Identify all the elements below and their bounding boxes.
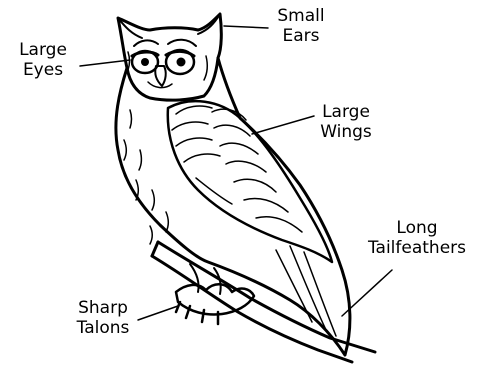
label-long-tailfeathers: Long Tailfeathers [362, 218, 472, 258]
label-sharp-talons-line2: Talons [66, 318, 140, 338]
branch [158, 242, 375, 352]
branch-lower [152, 256, 352, 362]
label-large-eyes-line1: Large [8, 40, 78, 60]
label-large-wings-line2: Wings [308, 122, 384, 142]
pointer-small-ears [224, 26, 268, 28]
beak [155, 66, 165, 86]
pointer-large-eyes [80, 60, 130, 66]
pointer-sharp-talons [138, 306, 178, 320]
label-small-ears: Small Ears [266, 6, 336, 46]
label-sharp-talons-line1: Sharp [66, 298, 140, 318]
label-small-ears-line2: Ears [266, 26, 336, 46]
label-sharp-talons: Sharp Talons [66, 298, 140, 338]
pointer-long-tailfeathers [342, 270, 392, 316]
label-large-wings: Large Wings [308, 102, 384, 142]
label-large-eyes: Large Eyes [8, 40, 78, 80]
label-large-eyes-line2: Eyes [8, 60, 78, 80]
label-long-tailfeathers-line1: Long [362, 218, 472, 238]
label-large-wings-line1: Large [308, 102, 384, 122]
pointer-large-wings [252, 116, 314, 134]
label-long-tailfeathers-line2: Tailfeathers [362, 238, 472, 258]
label-small-ears-line1: Small [266, 6, 336, 26]
